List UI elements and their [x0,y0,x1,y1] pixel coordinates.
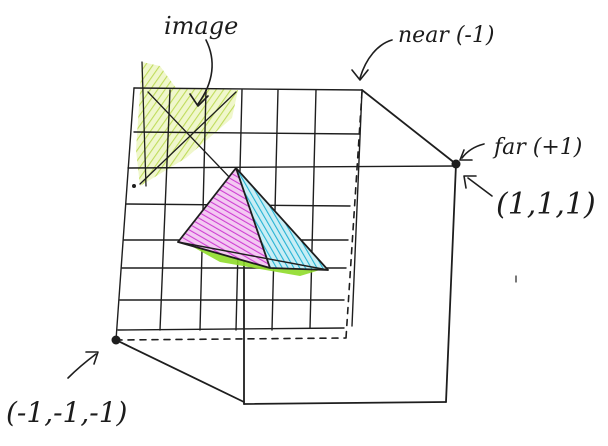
triangle [177,167,329,276]
far-arrow [461,143,485,159]
far-corner-arrow [467,177,493,197]
near-corner-dot [111,335,121,345]
image-plane-fill [136,62,238,186]
near-arrow [359,39,393,79]
far-corner-label: (1,1,1) [496,187,596,222]
triangle-magenta-face [178,168,270,268]
cube-edges [115,89,457,405]
hidden-edges [115,91,363,341]
annotation-arrows [67,39,493,379]
near-corner-label: (-1,-1,-1) [6,396,127,429]
image-arrow [197,39,213,105]
image-label: image [164,12,238,40]
far-corner-dot [451,159,461,169]
near-label: near (-1) [398,23,494,48]
near-corner-arrow [67,353,97,379]
small-dot [132,184,136,188]
far-label: far (+1) [492,135,582,160]
image-plane-cross [139,61,237,187]
